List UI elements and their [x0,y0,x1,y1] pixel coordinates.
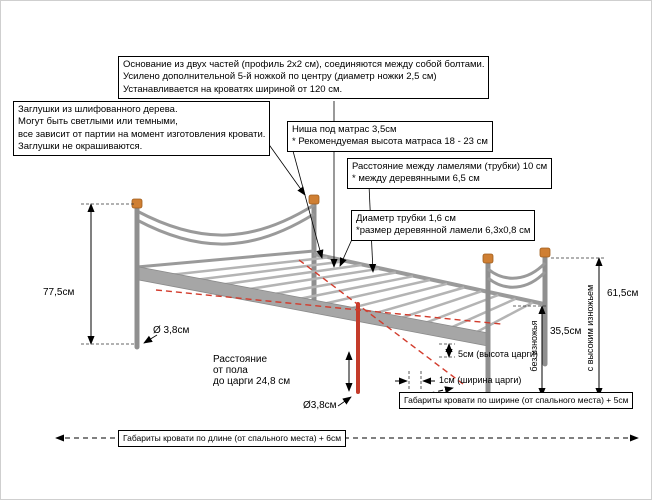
callout-line: Заглушки из шлифованного дерева. [18,104,178,115]
plug-cap [539,247,551,258]
slat [443,297,517,332]
callout-line: Ниша под матрас 3,5см [292,124,397,135]
callout-tube-diameter: Диаметр трубки 1,6 см *размер деревянной… [351,210,536,241]
callout-overall-length: Габариты кровати по длине (от спального … [118,430,347,448]
label-line: Расстояние [213,354,268,365]
callout-slat-spacing: Расстояние между ламелями (трубки) 10 см… [347,158,553,189]
callout-line: Устанавливается на кроватях шириной от 1… [123,83,343,95]
leader-leg-left [143,334,158,344]
callout-overall-width: Габариты кровати по ширине (от спального… [399,392,634,410]
label-headboard-height: 77,5см [43,287,75,298]
leader-niche [292,150,324,259]
slat [210,263,362,288]
leader-tube [339,236,354,267]
label-leg-diameter-left: Ø 3,8см [153,325,190,336]
callout-line: *размер деревянной ламели 6,3x0,8 см [356,225,531,237]
callout-line: Диаметр трубки 1,6 см [356,213,456,224]
callout-line: Заглушки не окрашиваются. [18,141,143,153]
callout-line: Расстояние между ламелями (трубки) 10 см [352,161,548,172]
sleeping-place-lines [155,259,502,385]
callout-line: все зависит от партии на момент изготовл… [18,128,266,140]
wooden-plugs [131,194,551,264]
headboard-tube-2 [136,212,315,246]
label-leg-diameter-bottom: Ø3,8см [303,400,337,411]
width-measure-line [298,259,464,385]
slat [287,275,414,303]
label-floor-to-rail: Расстояние от пола до царги 24,8 см [213,354,290,387]
slat [235,267,379,293]
length-measure-line [155,289,502,325]
label-rail-width: 1см (ширина царги) [439,375,522,385]
callout-base-frame: Основание из двух частей (профиль 2x2 см… [118,56,490,100]
slat [469,301,534,337]
label-line: до царги 24,8 см [213,376,291,387]
slat [261,271,397,298]
callout-plugs: Заглушки из шлифованного дерева. Могут б… [13,101,271,157]
headboard-tube-1 [136,203,315,237]
callout-line: * Рекомендуемая высота матраса 18 - 23 с… [292,136,488,148]
plug-cap [308,194,320,205]
callout-line: * между деревянными 6,5 см [352,173,480,185]
callout-line: Основание из двух частей (профиль 2x2 см… [123,59,485,70]
slat [365,286,465,318]
slat [391,290,482,323]
plug-cap [131,198,143,209]
slat [417,293,499,327]
callout-line: Могут быть светлыми или темными, [18,116,178,128]
slat [313,278,431,308]
footboard-tube-2 [487,270,547,289]
footboard-tube-1 [487,261,547,280]
callout-mattress-niche: Ниша под матрас 3,5см * Рекомендуемая вы… [287,121,493,152]
slat [184,260,345,283]
leader-leg-bottom [337,396,352,407]
slats [158,256,534,337]
label-without-footboard: без изножья [529,320,539,372]
callout-line: Усилено дополнительной 5-й ножкой по цен… [123,71,437,83]
label-rail-height: 5см (высота царги) [458,349,538,359]
headboard-crossbar [136,249,315,269]
label-with-footboard: с высоким изножьем [585,284,595,372]
plug-cap [482,253,494,264]
label-line: от пола [213,365,248,376]
label-footboard-high: 61,5см [607,288,639,299]
label-footboard-none: 35,5см [550,326,582,337]
